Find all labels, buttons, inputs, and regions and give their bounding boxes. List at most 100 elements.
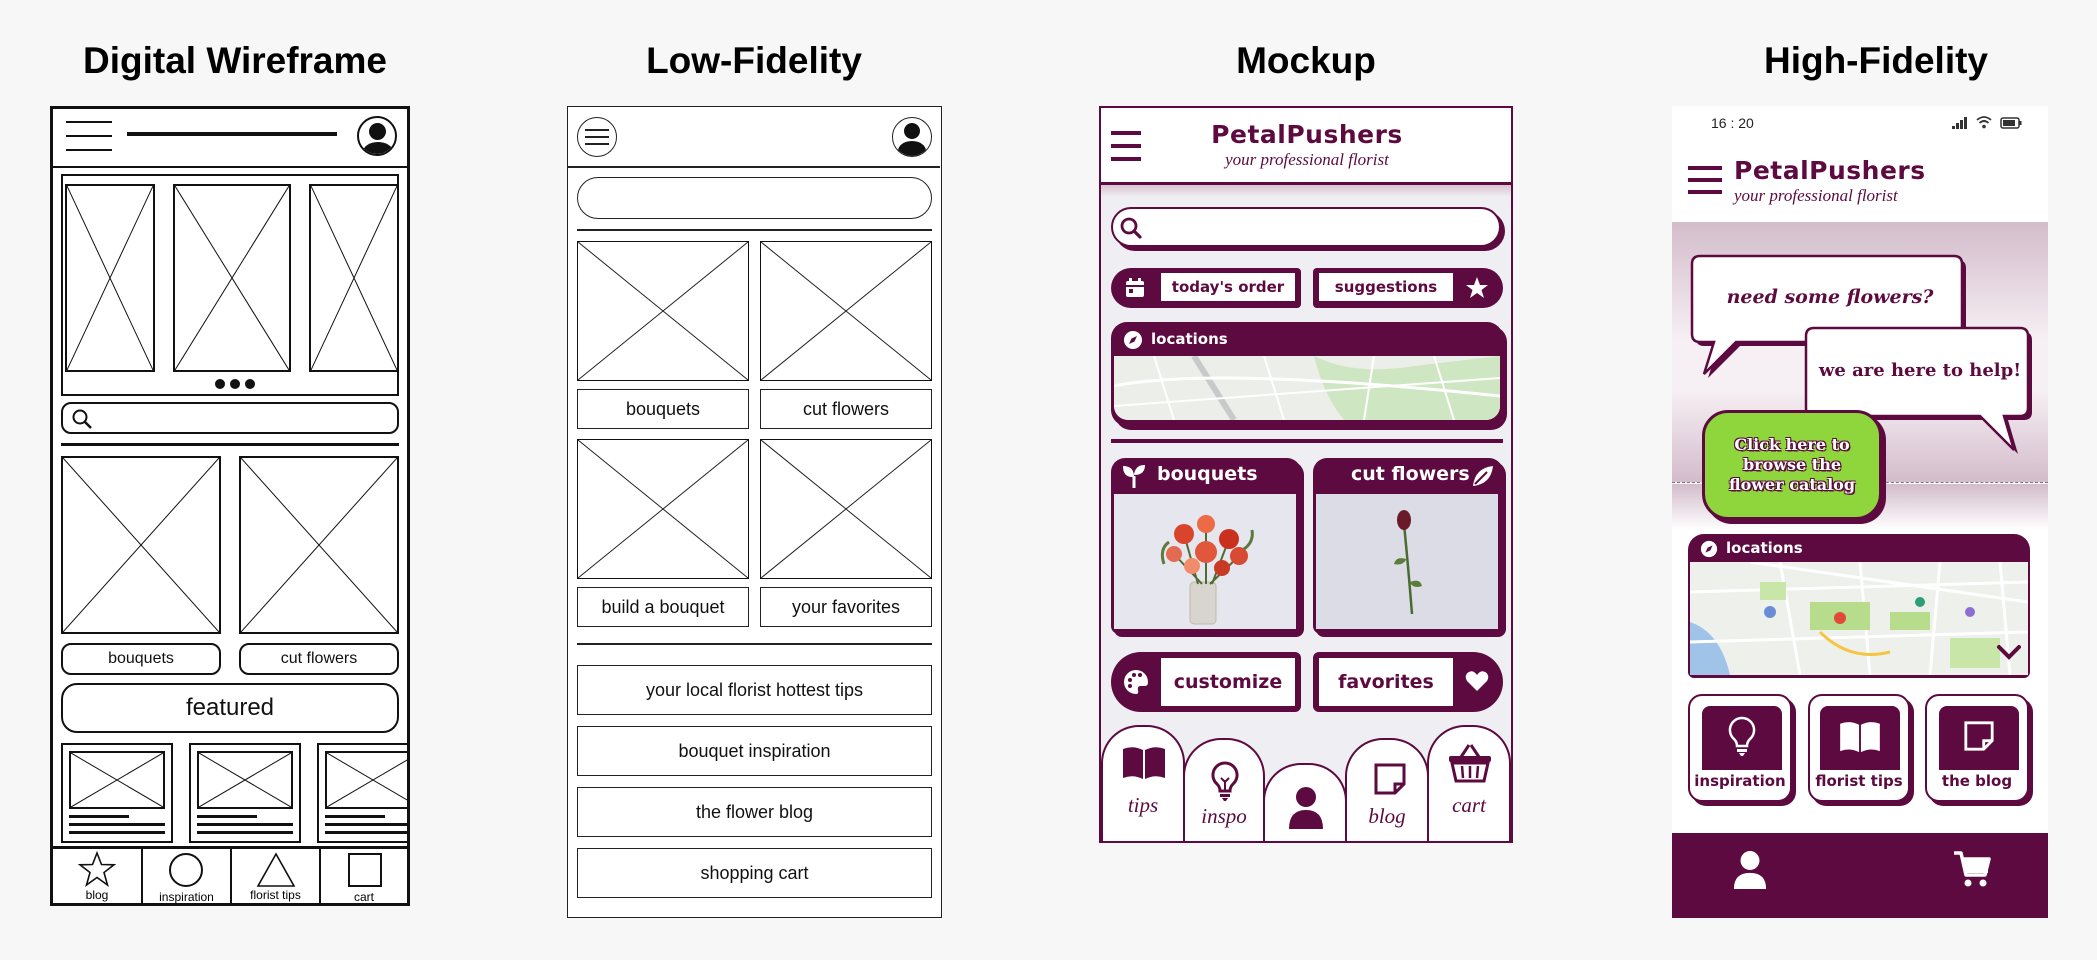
customize-button[interactable]: customize xyxy=(1111,652,1301,712)
lightbulb-icon xyxy=(1728,716,1756,756)
the-blog-card[interactable]: the blog xyxy=(1925,694,2029,802)
todays-order-button[interactable]: today's order xyxy=(1111,268,1301,308)
locations-map[interactable] xyxy=(1690,562,2028,675)
note-icon xyxy=(1964,721,1994,751)
bouquets-title: bouquets xyxy=(1157,463,1258,485)
avatar-icon[interactable] xyxy=(892,117,932,157)
signal-icon xyxy=(1952,117,1967,129)
cut-flowers-title: cut flowers xyxy=(1351,463,1470,485)
bouquets-button[interactable]: bouquets xyxy=(577,389,749,429)
tab-inspo[interactable]: inspo xyxy=(1183,738,1265,841)
featured-card[interactable] xyxy=(189,743,301,843)
nav-blog[interactable]: blog xyxy=(53,849,141,906)
bouquet-photo xyxy=(1114,494,1296,629)
inspiration-card[interactable]: inspiration xyxy=(1688,694,1792,802)
hamburger-icon[interactable] xyxy=(1111,129,1141,163)
locations-card[interactable]: locations xyxy=(1688,534,2030,678)
cut-flowers-image[interactable] xyxy=(760,241,932,381)
cut-flowers-card[interactable]: cut flowers xyxy=(1313,458,1503,634)
nav-cart[interactable]: cart xyxy=(321,849,407,906)
cut-flower-photo xyxy=(1316,494,1498,629)
leaf-icon xyxy=(1473,466,1493,486)
todays-order-label: today's order xyxy=(1159,271,1297,303)
bubble-2-text: we are here to help! xyxy=(1818,360,2022,381)
featured-card[interactable] xyxy=(61,743,173,843)
bouquets-image[interactable] xyxy=(577,241,749,381)
favorites-button[interactable]: favorites xyxy=(1313,652,1503,712)
chevron-down-icon[interactable] xyxy=(1996,644,2022,662)
divider xyxy=(61,443,399,446)
nav-florist-tips[interactable]: florist tips xyxy=(232,849,319,906)
battery-icon xyxy=(2000,117,2022,129)
hifi-frame: 16 : 20 PetalPushers your professional f… xyxy=(1672,106,2048,918)
favorites-image[interactable] xyxy=(760,439,932,579)
florist-tips-button[interactable]: your local florist hottest tips xyxy=(577,665,932,715)
star-icon xyxy=(1466,277,1488,298)
suggestions-label: suggestions xyxy=(1317,271,1455,303)
locations-map[interactable] xyxy=(1114,356,1500,420)
square-icon xyxy=(348,853,382,887)
heart-icon xyxy=(1465,671,1489,691)
carousel-dot[interactable] xyxy=(245,379,255,389)
avatar-icon[interactable] xyxy=(357,116,397,156)
build-bouquet-image[interactable] xyxy=(577,439,749,579)
tab-cart[interactable]: cart xyxy=(1427,725,1511,841)
featured-button[interactable]: featured xyxy=(61,683,399,733)
note-icon xyxy=(1374,763,1406,795)
bouquets-button[interactable]: bouquets xyxy=(61,643,221,675)
customize-label: customize xyxy=(1159,656,1297,708)
brand-tagline: your professional florist xyxy=(1225,150,1389,169)
build-bouquet-button[interactable]: build a bouquet xyxy=(577,587,749,627)
triangle-icon xyxy=(256,852,296,887)
suggestions-button[interactable]: suggestions xyxy=(1313,268,1503,308)
featured-card[interactable] xyxy=(317,743,407,843)
bubble-1-text: need some flowers? xyxy=(1726,286,1934,308)
lowfi-title: Low-Fidelity xyxy=(646,40,862,81)
compass-icon xyxy=(1124,331,1142,349)
divider xyxy=(1111,439,1503,443)
cut-flowers-button[interactable]: cut flowers xyxy=(760,389,932,429)
search-input[interactable] xyxy=(61,402,399,434)
image-carousel[interactable] xyxy=(61,174,399,396)
inspiration-button[interactable]: bouquet inspiration xyxy=(577,726,932,776)
cart-icon[interactable] xyxy=(1952,849,1992,889)
wireframe-title: Digital Wireframe xyxy=(83,40,387,81)
cart-button[interactable]: shopping cart xyxy=(577,848,932,898)
carousel-dot[interactable] xyxy=(230,379,240,389)
browse-catalog-button[interactable]: Click here to browse the flower catalog xyxy=(1702,410,1882,520)
brand-logo: PetalPushers xyxy=(1734,156,1926,185)
menu-icon[interactable] xyxy=(577,117,617,157)
brand-logo: PetalPushers xyxy=(1211,120,1403,149)
tab-blog[interactable]: blog xyxy=(1345,738,1429,841)
search-input[interactable] xyxy=(1111,207,1501,247)
favorites-button[interactable]: your favorites xyxy=(760,587,932,627)
hifi-title: High-Fidelity xyxy=(1763,40,1989,81)
compass-icon xyxy=(1700,540,1718,558)
sprout-icon xyxy=(1123,465,1145,488)
user-icon[interactable] xyxy=(1732,849,1768,891)
lowfi-frame: bouquets cut flowers build a bouquet you… xyxy=(567,106,942,918)
blog-button[interactable]: the flower blog xyxy=(577,787,932,837)
cut-flowers-button[interactable]: cut flowers xyxy=(239,643,399,675)
bouquets-image[interactable] xyxy=(61,456,221,634)
nav-inspiration[interactable]: inspiration xyxy=(143,849,230,906)
book-icon xyxy=(1123,747,1165,779)
tab-tips[interactable]: tips xyxy=(1101,725,1185,841)
hamburger-icon[interactable] xyxy=(66,119,112,153)
tab-profile[interactable] xyxy=(1263,763,1347,841)
wireframe-frame: bouquets cut flowers featured blog inspi… xyxy=(50,106,410,906)
carousel-dot[interactable] xyxy=(215,379,225,389)
bottom-nav: blog inspiration florist tips cart xyxy=(53,846,407,906)
cut-flowers-image[interactable] xyxy=(239,456,399,634)
locations-card[interactable]: locations xyxy=(1111,322,1503,426)
bouquets-card[interactable]: bouquets xyxy=(1111,458,1301,634)
mockup-frame: PetalPushers your professional florist t… xyxy=(1099,106,1513,843)
search-input[interactable] xyxy=(577,177,932,219)
carousel-image xyxy=(65,184,155,372)
locations-label: locations xyxy=(1726,539,1803,557)
hamburger-icon[interactable] xyxy=(1688,166,1722,196)
carousel-image xyxy=(173,184,291,372)
calendar-icon xyxy=(1126,278,1144,297)
search-icon xyxy=(1120,217,1142,239)
florist-tips-card[interactable]: florist tips xyxy=(1808,694,1910,802)
